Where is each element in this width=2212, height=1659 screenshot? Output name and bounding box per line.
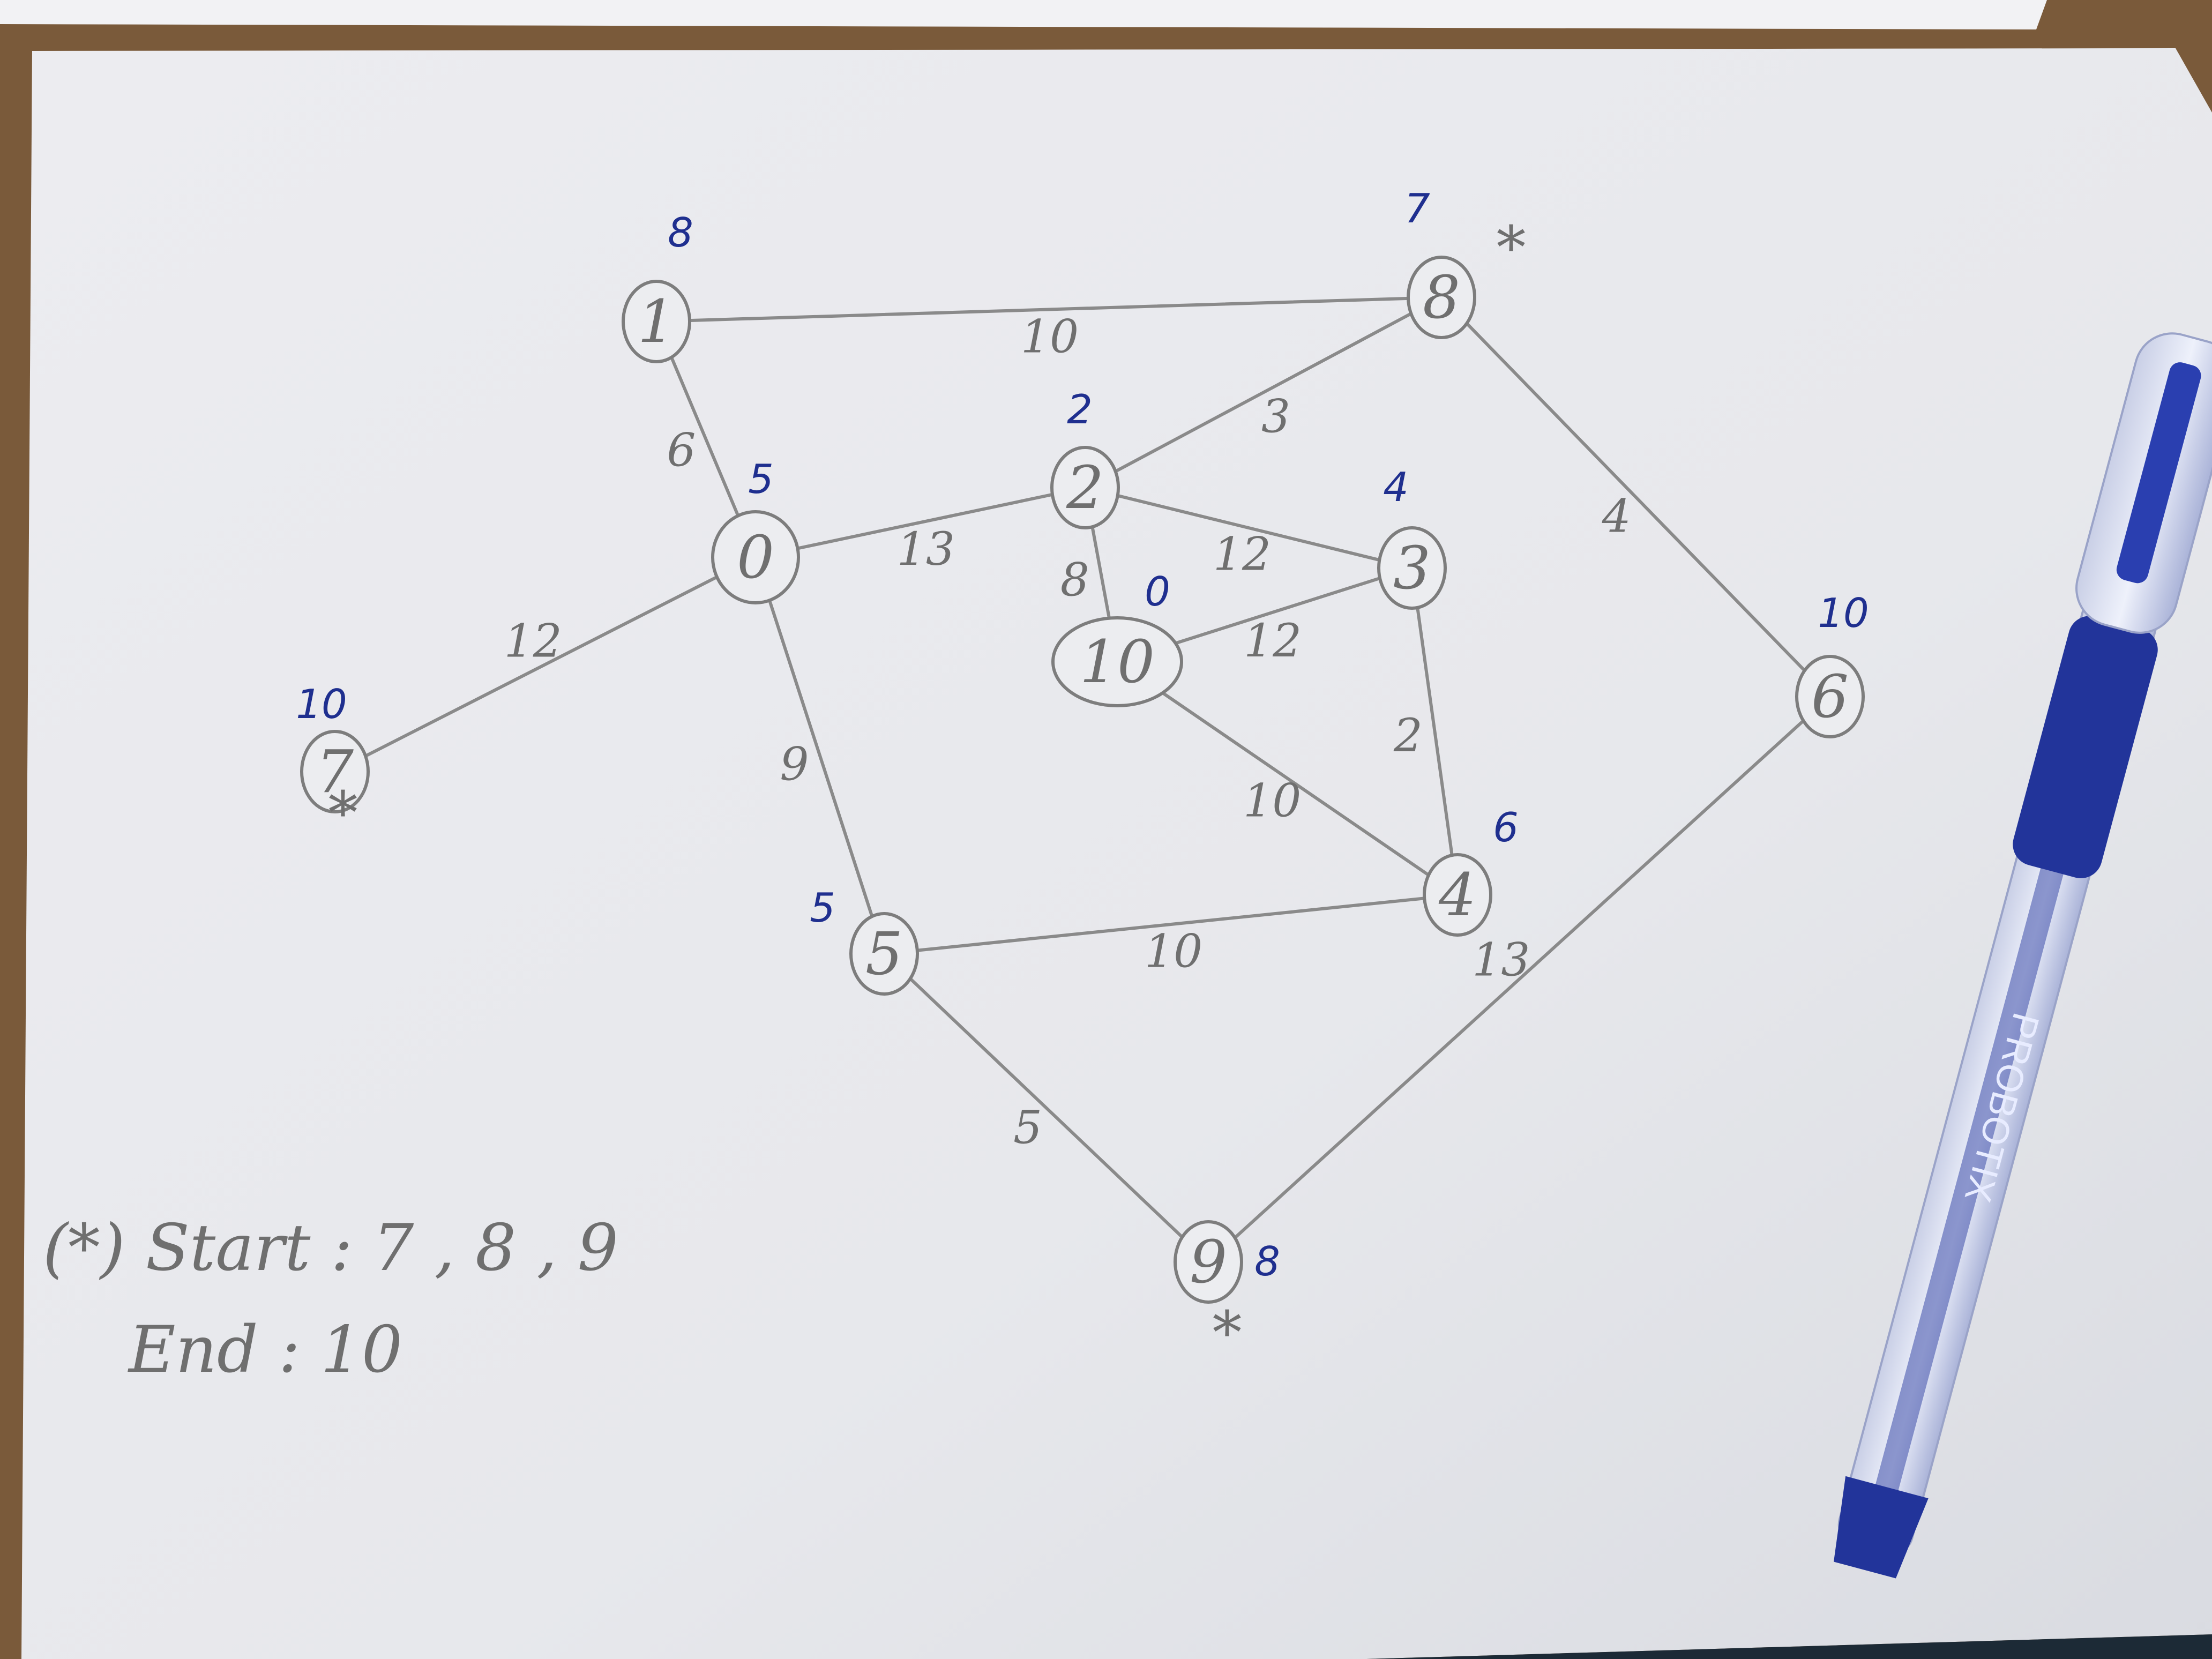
edge-2-8 [1083, 296, 1443, 489]
node-4-label: 4 [1438, 861, 1476, 929]
start-note: (*) Start : 7 , 8 , 9 [43, 1211, 618, 1286]
node-2-annotation: 2 [1067, 386, 1093, 433]
node-6-label: 6 [1811, 662, 1849, 731]
edge-weight-10-3: 12 [1244, 615, 1302, 668]
node-2-label: 2 [1066, 453, 1104, 522]
paper-sheet-back [0, 0, 2047, 29]
edge-2-3 [1083, 486, 1414, 570]
node-6-circle [1795, 655, 1865, 738]
node-5-annotation: 5 [810, 884, 835, 931]
edge-3-4 [1410, 566, 1459, 896]
edge-weight-10-4: 10 [1243, 775, 1301, 828]
edge-10-4 [1116, 660, 1459, 896]
edge-weight-1-0: 6 [667, 424, 696, 477]
node-1-circle [622, 280, 691, 363]
edge-0-2 [754, 486, 1087, 559]
edge-weight-5-4: 10 [1145, 925, 1202, 978]
edge-weight-1-8: 10 [1021, 310, 1079, 363]
node-0-circle [711, 510, 800, 604]
node-8-circle [1407, 256, 1476, 339]
node-9-label: 9 [1190, 1228, 1227, 1296]
node-7-circle [300, 730, 370, 813]
node-5-circle [849, 912, 919, 996]
edge-0-7 [333, 556, 757, 773]
node-8-label: 8 [1423, 263, 1460, 332]
node-0-label: 0 [737, 523, 774, 592]
node-0-annotation: 5 [748, 455, 774, 503]
edge-weight-6-9: 13 [1472, 934, 1530, 987]
node-10-circle [1051, 616, 1183, 707]
edge-0-5 [754, 556, 886, 955]
node-10-label: 10 [1080, 627, 1155, 696]
node-6-annotation: 10 [1818, 589, 1869, 637]
node-7-star-marker: * [328, 779, 358, 847]
edge-weight-0-7: 12 [504, 615, 562, 668]
node-8-star-marker: * [1497, 213, 1526, 282]
edge-weight-2-3: 12 [1213, 528, 1271, 581]
edge-1-8 [655, 296, 1443, 323]
edge-weight-8-6: 4 [1602, 490, 1631, 543]
node-7-annotation: 10 [296, 681, 347, 728]
edge-6-9 [1207, 695, 1832, 1264]
paper-sheet [21, 48, 2212, 1659]
node-3-annotation: 4 [1383, 464, 1409, 511]
node-8-annotation: 7 [1404, 185, 1430, 232]
edges-layer [333, 296, 1832, 1264]
edge-8-6 [1440, 296, 1832, 698]
end-note: End : 10 [128, 1313, 402, 1387]
node-1-label: 1 [638, 287, 675, 356]
node-2-circle [1050, 446, 1120, 529]
node-4-circle [1423, 853, 1492, 937]
node-1-annotation: 8 [668, 209, 693, 256]
node-10-annotation: 0 [1145, 568, 1170, 615]
node-9-circle [1174, 1220, 1243, 1304]
edge-weight-3-4: 2 [1393, 709, 1423, 763]
node-3-label: 3 [1393, 534, 1431, 602]
node-4-annotation: 6 [1493, 804, 1519, 851]
table-shadow-bottom-right [1366, 1634, 2212, 1659]
edge-weight-5-9: 5 [1013, 1102, 1042, 1155]
node-3-circle [1377, 526, 1447, 610]
edge-weight-2-8: 3 [1261, 391, 1290, 444]
node-9-annotation: 8 [1254, 1238, 1280, 1285]
node-9-star-marker: * [1213, 1298, 1242, 1367]
node-7-label: 7 [316, 737, 354, 806]
edge-weight-0-5: 9 [780, 738, 809, 791]
edge-weight-2-10: 8 [1060, 554, 1089, 607]
node-5-label: 5 [865, 920, 903, 988]
edge-5-9 [883, 952, 1210, 1264]
edge-5-4 [883, 893, 1459, 955]
edge-weight-0-2: 13 [897, 523, 955, 576]
